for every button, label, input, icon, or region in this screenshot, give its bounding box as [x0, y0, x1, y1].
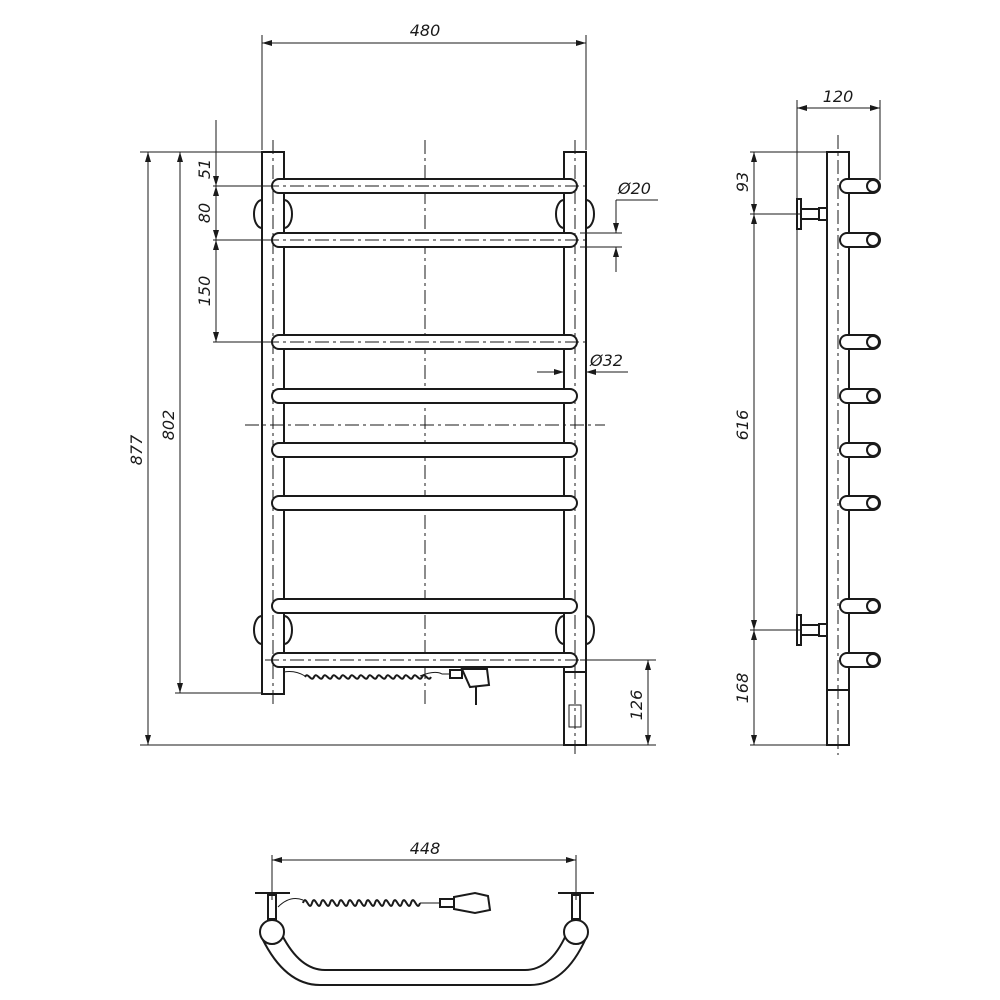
rung-section	[866, 599, 880, 613]
left-post-section	[259, 919, 285, 945]
wall-mounts	[253, 199, 595, 645]
bracket-nut	[818, 623, 828, 637]
bracket-stem	[800, 624, 820, 636]
rung-section	[866, 389, 880, 403]
dimension-heater-height: 126	[627, 690, 646, 721]
bracket-nut	[818, 207, 828, 221]
rung	[271, 388, 578, 404]
coiled-cord	[304, 674, 432, 680]
left-bracket-stem	[267, 894, 277, 920]
heater-switch	[568, 704, 582, 728]
right-post-section	[563, 919, 589, 945]
plug-strain-relief	[449, 669, 463, 679]
dimension-axis-spacing: 448	[410, 839, 441, 858]
rung-axes	[265, 185, 585, 661]
rung-section	[866, 653, 880, 667]
left-post	[261, 151, 285, 695]
dimension-first-gap: 80	[195, 203, 214, 223]
dimension-second-gap: 150	[195, 276, 214, 307]
rung	[271, 495, 578, 511]
plug-strain-relief-top	[439, 898, 455, 908]
dimension-post-diameter: Ø32	[589, 351, 623, 370]
rung-section	[866, 496, 880, 510]
lower-wall-mounts	[253, 615, 595, 645]
dimension-total-height: 877	[127, 434, 146, 465]
side-rung-stubs	[839, 178, 881, 668]
top-cord-lead	[277, 898, 304, 908]
front-dimensions: 480 877 802 51 80 150 Ø20 Ø32 126	[127, 21, 658, 746]
u-bar-outer	[261, 937, 587, 986]
right-bracket-stem	[571, 894, 581, 920]
bracket-stem	[800, 208, 820, 220]
rung	[271, 442, 578, 458]
dimension-top-mount: 93	[733, 172, 752, 192]
cord-lead	[283, 671, 306, 677]
front-view	[245, 140, 605, 755]
rungs	[265, 178, 585, 668]
coiled-cord-top	[302, 899, 421, 907]
dimension-mount-spacing: 616	[733, 410, 752, 441]
u-bar-inner	[281, 934, 567, 971]
cord-tail	[419, 671, 450, 677]
side-wall-brackets	[796, 198, 828, 646]
dimension-post-height: 802	[159, 410, 178, 441]
rung-section	[866, 233, 880, 247]
upper-wall-mounts	[253, 199, 595, 229]
top-view: 448	[255, 839, 594, 986]
power-cord	[283, 668, 491, 705]
plug-top-icon	[453, 891, 492, 915]
dimension-width: 480	[410, 21, 441, 40]
dimension-rung-diameter: Ø20	[617, 179, 651, 198]
rung-section	[866, 179, 880, 193]
dimension-bottom-mount: 168	[733, 673, 752, 704]
rung-section	[866, 335, 880, 349]
rung-section	[866, 443, 880, 457]
dimension-depth: 120	[823, 87, 854, 106]
dimension-top-offset: 51	[195, 159, 214, 179]
plug-icon	[460, 668, 491, 689]
side-view	[796, 135, 881, 755]
side-dimensions: 120 93 616 168	[733, 87, 881, 746]
rung	[271, 598, 578, 614]
